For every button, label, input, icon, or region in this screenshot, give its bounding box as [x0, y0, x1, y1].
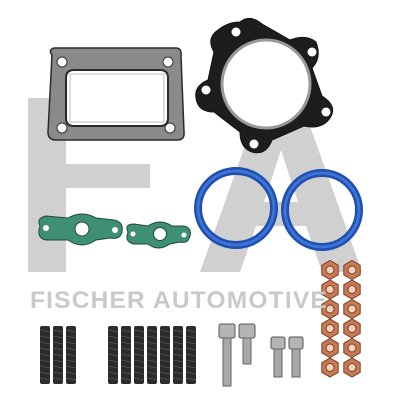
stud-right-5: [159, 326, 171, 384]
copper-nut-10: [343, 337, 361, 359]
copper-nut-8: [343, 318, 361, 339]
stud-right-4: [146, 326, 158, 384]
stud-left-2: [52, 326, 64, 384]
bolt-short-1: [270, 336, 286, 378]
flange-gasket: [195, 18, 334, 154]
studs-left-group: [39, 326, 77, 384]
bolt-long-2: [238, 323, 256, 365]
copper-nut-11: [321, 357, 339, 378]
oil-gasket-right: [126, 221, 191, 249]
copper-nut-12: [343, 357, 361, 378]
stud-left-1: [39, 326, 51, 384]
stud-right-3: [133, 326, 145, 384]
copper-nut-7: [321, 318, 339, 339]
copper-nut-5: [321, 298, 339, 320]
rectangular-gasket: [47, 47, 185, 141]
bolt-short-2: [288, 336, 304, 378]
stud-right-2: [120, 326, 132, 384]
copper-nut-1: [321, 259, 339, 281]
copper-nut-4: [343, 279, 361, 300]
copper-nut-3: [321, 279, 339, 300]
oil-gasket-left: [38, 213, 123, 246]
copper-nut-9: [321, 337, 339, 359]
o-ring-left: [194, 167, 278, 249]
stud-left-3: [65, 326, 77, 384]
stud-right-1: [107, 326, 119, 384]
copper-nut-6: [343, 298, 361, 320]
o-ring-right: [281, 169, 363, 251]
stud-right-7: [185, 326, 197, 384]
studs-right-group: [107, 326, 197, 384]
copper-nut-2: [343, 259, 361, 281]
brand-watermark-text: FISCHER AUTOMOTIVE: [30, 287, 328, 314]
stud-right-6: [172, 326, 184, 384]
bolt-long-1: [218, 323, 236, 387]
copper-nuts: [321, 259, 361, 378]
